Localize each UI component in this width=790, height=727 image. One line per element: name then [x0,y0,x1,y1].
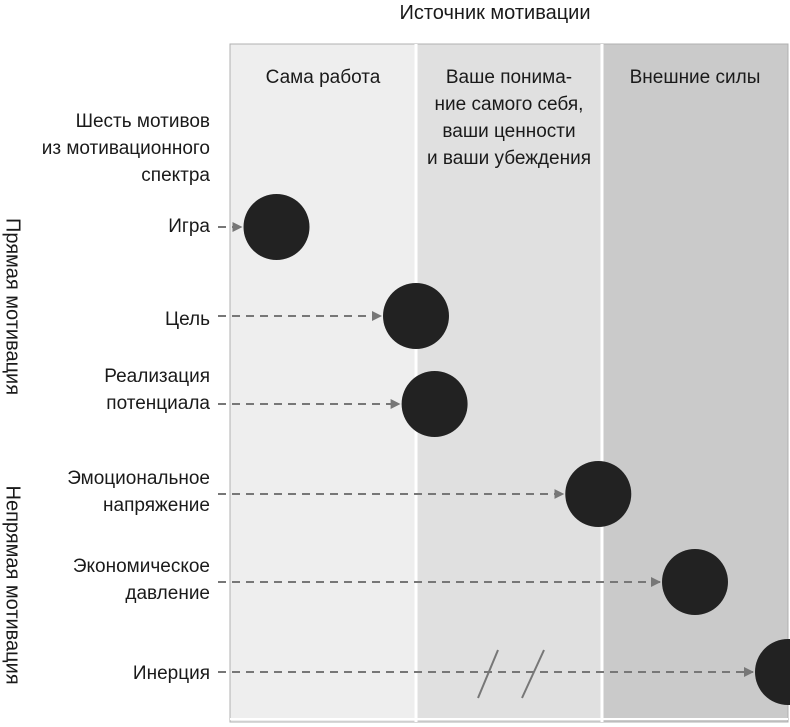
diagram-title: Источник мотивации [399,2,591,24]
column-header-self: Ваше понима- ние самого себя, ваши ценно… [427,67,591,169]
column-header-work: Сама работа [265,67,381,88]
column-header-external: Внешние силы [629,67,761,88]
band-work [230,44,416,722]
dot-inertia [755,639,790,705]
dot-play [243,194,310,260]
motive-label-purpose: Цель [165,309,210,330]
axis-break-slash [477,649,499,699]
motive-label-potential: Реализация потенциала [104,366,210,414]
motive-label-play: Игра [168,216,210,237]
group-label-direct: Прямая мотивация [1,217,24,396]
motive-label-inertia: Инерция [132,663,210,684]
motive-label-economic-pressure: Экономическое давление [72,556,210,604]
diagram-frame [229,43,789,723]
axis-break-slash [521,649,545,699]
motive-label-emotional-pressure: Эмоциональное напряжение [67,468,210,516]
dot-potential [401,371,468,437]
dot-emotional-pressure [565,461,632,527]
dot-purpose [383,283,449,349]
band-external [602,44,788,722]
group-label-indirect: Непрямая мотивация [1,485,24,685]
dot-economic-pressure [662,549,728,615]
motives-header: Шесть мотивов из мотивационного спектра [41,111,210,186]
